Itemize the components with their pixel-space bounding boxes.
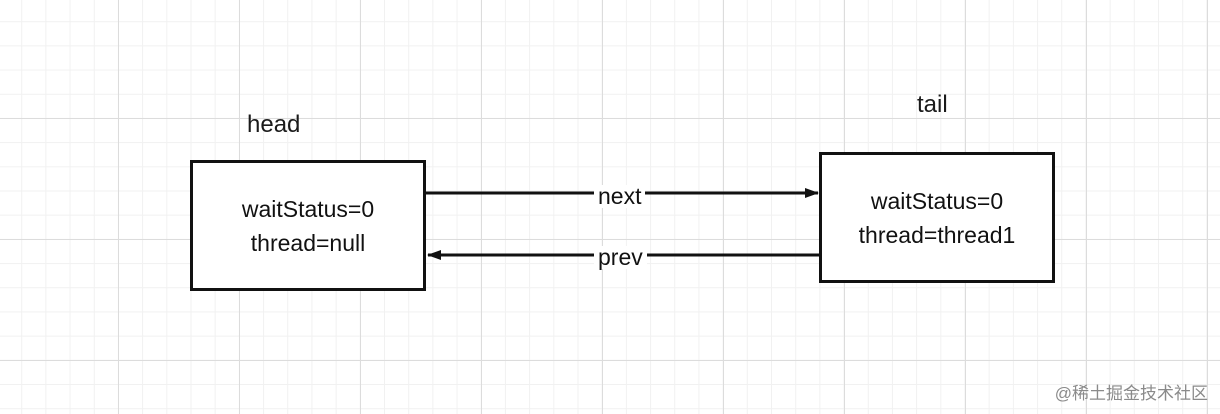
head-node: waitStatus=0 thread=null — [190, 160, 426, 291]
prev-label: prev — [594, 246, 647, 269]
head-label: head — [247, 111, 301, 138]
tail-label: tail — [917, 91, 948, 118]
watermark: @稀土掘金技术社区 — [1054, 384, 1208, 403]
tail-node: waitStatus=0 thread=thread1 — [819, 152, 1055, 283]
head-thread: thread=null — [250, 229, 366, 256]
tail-wait-status: waitStatus=0 — [870, 187, 1004, 214]
head-wait-status: waitStatus=0 — [241, 195, 375, 222]
next-label: next — [594, 185, 646, 208]
tail-thread: thread=thread1 — [858, 221, 1016, 248]
